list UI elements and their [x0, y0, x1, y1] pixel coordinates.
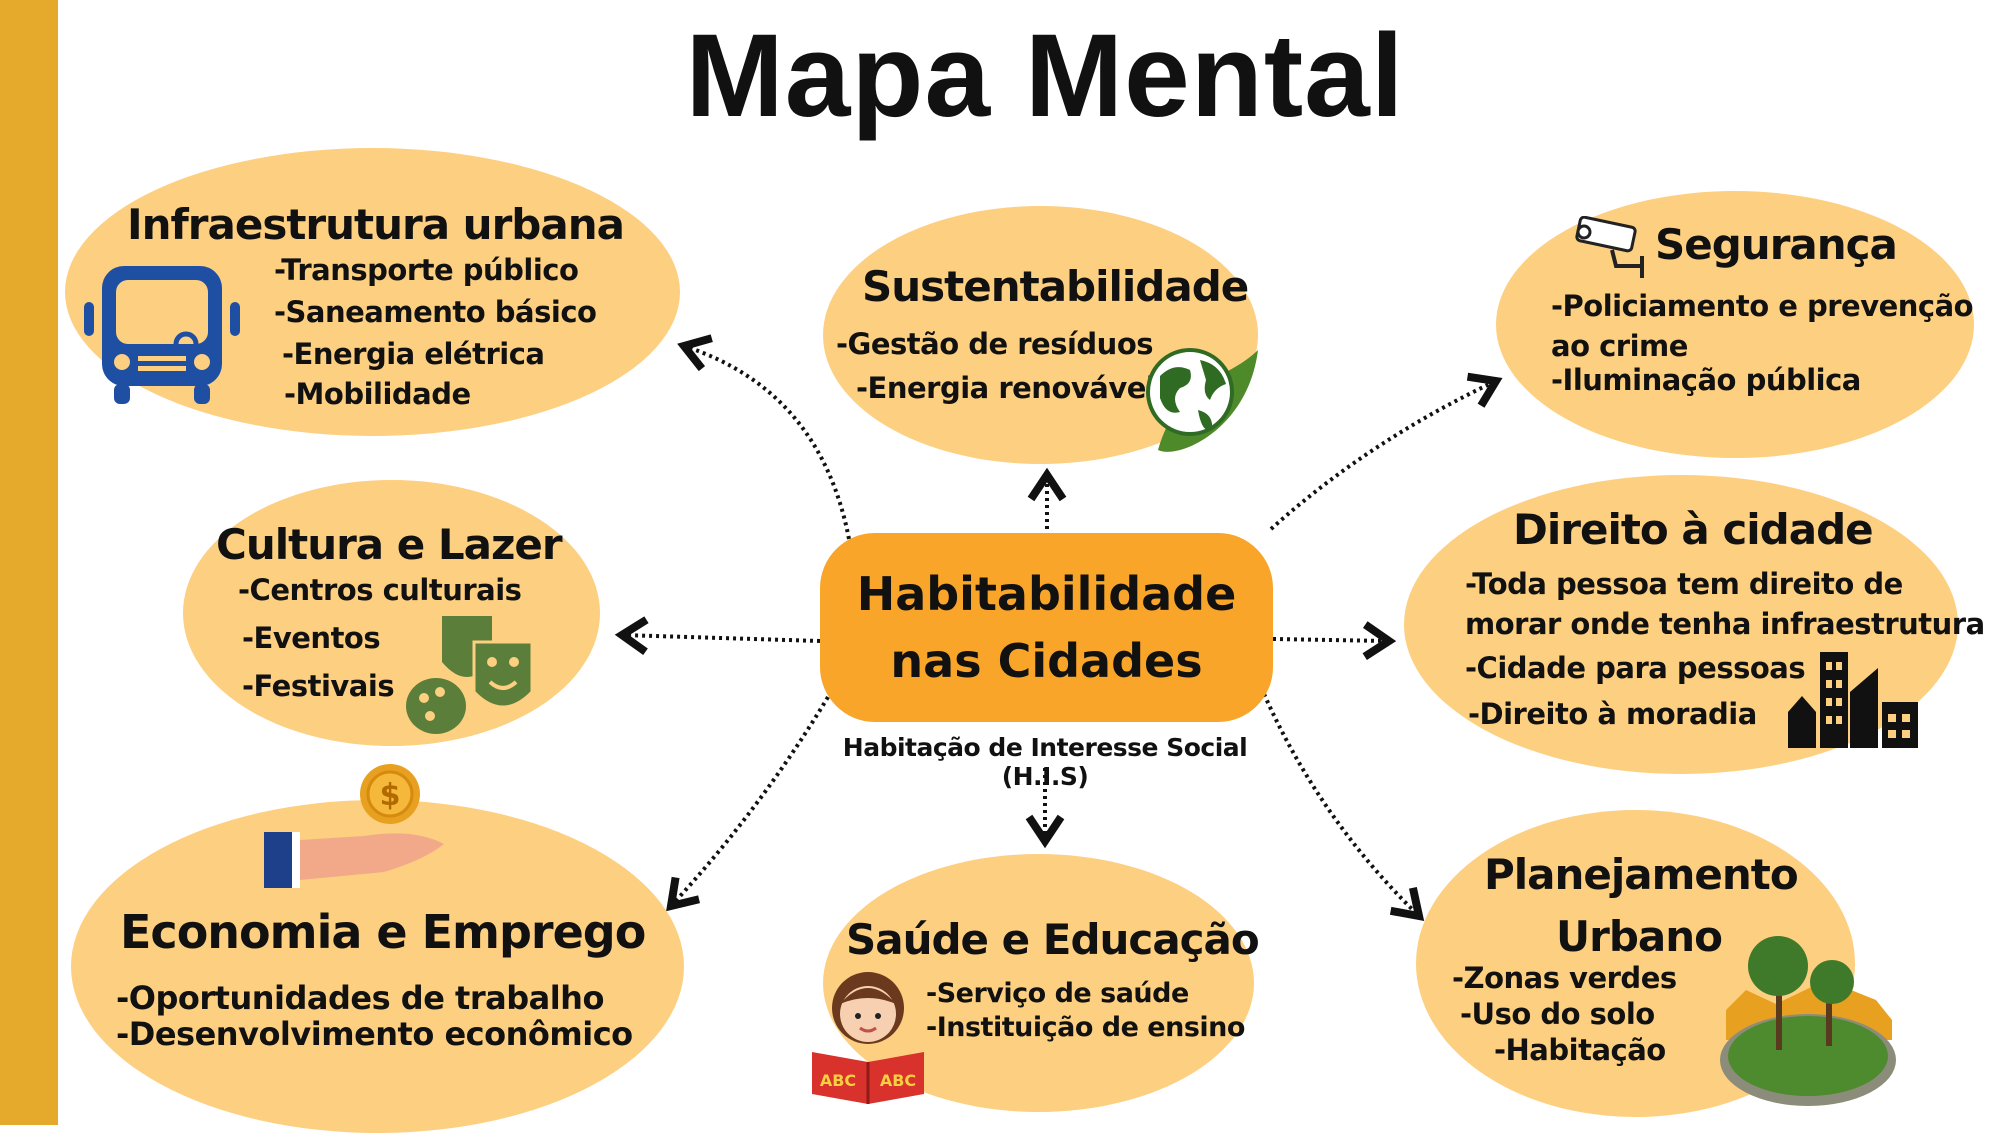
- node-item: -Desenvolvimento econômico: [116, 1015, 633, 1053]
- node-item: -Transporte público: [274, 253, 579, 287]
- node-item: -Policiamento e prevenção: [1551, 289, 1974, 323]
- node-title: Direito à cidade: [1513, 505, 1874, 554]
- bus-icon: [84, 266, 240, 404]
- central-topic-line2: nas Cidades: [890, 633, 1203, 688]
- bubble-cultura: [183, 480, 600, 746]
- buildings-icon: [1788, 652, 1918, 748]
- globe-leaf-icon: [1146, 348, 1258, 452]
- central-topic-line1: Habitabilidade: [856, 566, 1237, 621]
- node-title: Cultura e Lazer: [216, 520, 563, 569]
- node-title: Planejamento: [1484, 850, 1799, 899]
- node-title-line2: Urbano: [1556, 912, 1723, 961]
- node-item: -Direito à moradia: [1468, 697, 1757, 731]
- node-item: -Oportunidades de trabalho: [116, 979, 604, 1017]
- node-item: -Mobilidade: [284, 377, 471, 411]
- node-item: -Uso do solo: [1460, 997, 1655, 1031]
- hand-coin-icon: $: [264, 764, 444, 888]
- node-item: -Cidade para pessoas: [1465, 651, 1806, 685]
- arrow-to-seguranca: [1269, 372, 1503, 531]
- node-item: -Eventos: [242, 621, 381, 655]
- child-reading-icon: ABC ABC: [812, 972, 924, 1104]
- theater-masks-icon: [406, 616, 534, 734]
- node-title: Infraestrutura urbana: [127, 200, 625, 249]
- node-item: ao crime: [1551, 329, 1688, 363]
- node-title: Economia e Emprego: [120, 905, 646, 959]
- node-item: morar onde tenha infraestrutura: [1465, 607, 1985, 641]
- node-item: -Iluminação pública: [1551, 363, 1861, 397]
- node-item: -Centros culturais: [238, 573, 522, 607]
- svg-text:ABC: ABC: [820, 1071, 856, 1090]
- node-item: -Serviço de saúde: [926, 978, 1189, 1009]
- node-item: -Instituição de ensino: [926, 1012, 1245, 1043]
- node-item: -Zonas verdes: [1452, 961, 1677, 995]
- node-item: -Saneamento básico: [274, 295, 597, 329]
- svg-text:ABC: ABC: [880, 1071, 916, 1090]
- node-item: -Energia renovável: [856, 371, 1156, 405]
- node-title: Segurança: [1655, 220, 1898, 269]
- node-item: -Energia elétrica: [282, 337, 545, 371]
- security-camera-icon: [1575, 216, 1644, 278]
- node-item: -Festivais: [242, 669, 395, 703]
- node-title: Sustentabilidade: [862, 262, 1249, 311]
- node-title: Saúde e Educação: [846, 915, 1260, 964]
- arrow-to-economia: [666, 695, 830, 912]
- central-topic: Habitabilidade nas Cidades: [820, 533, 1273, 722]
- svg-text:$: $: [380, 778, 401, 813]
- side-accent-bar: [0, 0, 58, 1125]
- node-item: -Habitação: [1494, 1033, 1666, 1067]
- arrow-to-direito: [1272, 621, 1397, 660]
- page-title: Mapa Mental: [685, 10, 1405, 142]
- node-item: -Toda pessoa tem direito de: [1465, 567, 1903, 601]
- arrow-to-cultura: [614, 616, 821, 655]
- arrow-to-infra: [677, 334, 851, 540]
- park-icon: [1720, 936, 1896, 1106]
- central-subtitle: Habitação de Interesse Social (H.I.S): [842, 733, 1248, 791]
- arrow-to-planejamento: [1262, 693, 1425, 922]
- node-item: -Gestão de resíduos: [836, 327, 1154, 361]
